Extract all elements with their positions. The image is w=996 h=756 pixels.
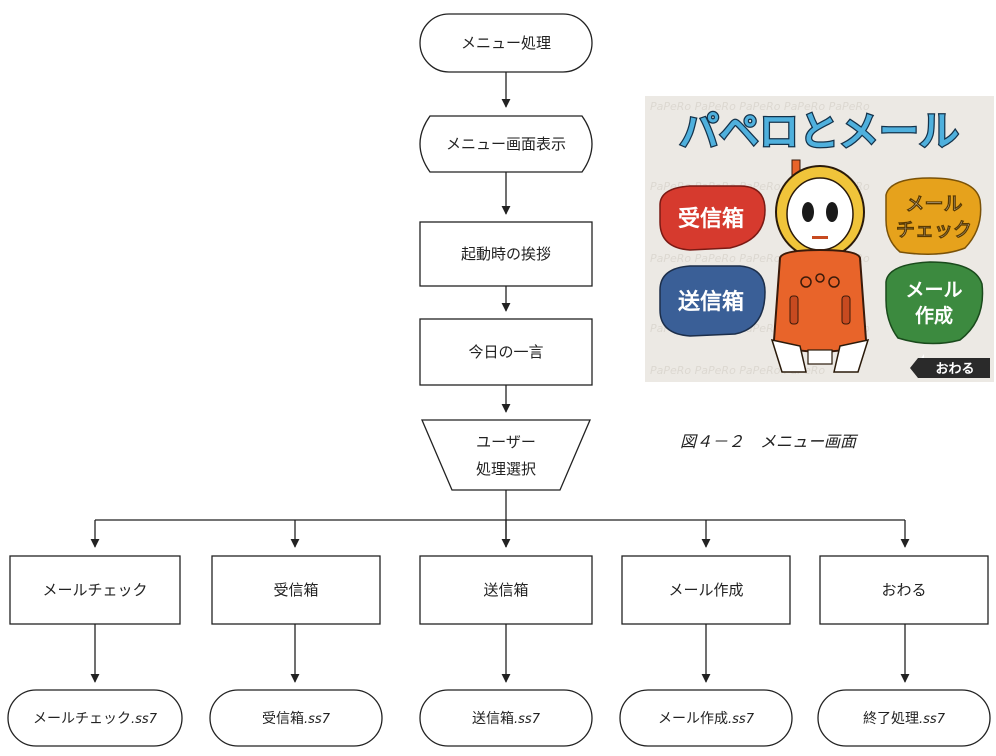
compose-label-line2: 作成 xyxy=(915,304,953,327)
branch-file: メールチェック.ss7 xyxy=(33,711,158,727)
branch-file: 受信箱.ss7 xyxy=(262,711,331,727)
start-label: メニュー処理 xyxy=(461,34,551,52)
greeting-label: 起動時の挨拶 xyxy=(461,245,551,263)
mail-check-label-line1: メール xyxy=(905,193,962,215)
display-node: メニュー画面表示 xyxy=(419,115,593,173)
select-label-line1: ユーザー xyxy=(476,433,536,451)
branch-file: 終了処理.ss7 xyxy=(863,711,946,727)
branch-outbox: 送信箱 送信箱.ss7 xyxy=(419,555,593,747)
quit-button[interactable]: おわる xyxy=(910,354,990,378)
svg-text:PaPeRo PaPeRo PaPeRo PaPeRo Pa: PaPeRo PaPeRo PaPeRo PaPeRo PaPeRo xyxy=(650,100,870,113)
display-label: メニュー画面表示 xyxy=(446,135,566,153)
branch-compose: メール作成 メール作成.ss7 xyxy=(619,555,793,747)
select-label-line2: 処理選択 xyxy=(476,460,536,478)
branch-inbox: 受信箱 受信箱.ss7 xyxy=(209,555,383,747)
outbox-button[interactable]: 送信箱 xyxy=(659,265,766,337)
robot-illustration xyxy=(770,159,870,373)
branch-file: メール作成.ss7 xyxy=(658,711,755,727)
inbox-label: 受信箱 xyxy=(678,206,744,232)
compose-label-line1: メール xyxy=(905,279,962,301)
phrase-label: 今日の一言 xyxy=(468,343,543,361)
branch-mail-check: メールチェック メールチェック.ss7 xyxy=(7,555,183,747)
phrase-process: 今日の一言 xyxy=(419,318,593,386)
figure-caption: 図４－２ メニュー画面 xyxy=(680,432,857,451)
branch-label: メール作成 xyxy=(668,581,743,599)
branch-quit: おわる 終了処理.ss7 xyxy=(817,555,991,747)
quit-label: おわる xyxy=(935,362,974,377)
compose-button[interactable]: メール 作成 xyxy=(885,261,984,345)
menu-screenshot: PaPeRo PaPeRo PaPeRo PaPeRo PaPeRo PaPeR… xyxy=(645,96,994,382)
inbox-button[interactable]: 受信箱 xyxy=(659,185,766,251)
branch-label: メールチェック xyxy=(42,581,147,599)
screenshot-title: パペロとメール xyxy=(679,109,959,155)
branch-label: 送信箱 xyxy=(483,581,528,599)
mail-check-button[interactable]: メール チェック xyxy=(885,177,982,255)
branch-file: 送信箱.ss7 xyxy=(472,711,541,727)
mail-check-label-line2: チェック xyxy=(896,219,972,241)
user-selection-node: ユーザー 処理選択 xyxy=(421,419,591,491)
branch-label: 受信箱 xyxy=(273,581,318,599)
outbox-label: 送信箱 xyxy=(678,289,744,315)
greeting-process: 起動時の挨拶 xyxy=(419,221,593,287)
branch-label: おわる xyxy=(881,581,926,599)
start-terminator: メニュー処理 xyxy=(419,13,593,73)
